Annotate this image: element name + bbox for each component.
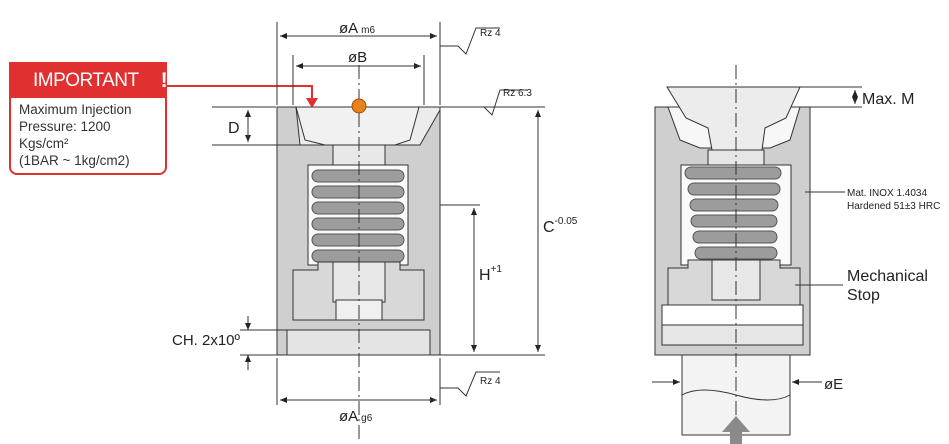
important-title: IMPORTANT bbox=[33, 70, 139, 91]
dim-e-label: øE bbox=[824, 376, 843, 393]
dim-h-label: H+1 bbox=[479, 264, 502, 284]
exclamation-icon: ! bbox=[160, 69, 168, 92]
material-label: Mat. INOX 1.4034 bbox=[847, 188, 927, 199]
important-line-2: Pressure: 1200 Kgs/cm² bbox=[19, 119, 111, 151]
spring bbox=[684, 166, 782, 260]
max-m-label: Max. M bbox=[862, 91, 914, 108]
important-line-3: (1BAR ~ 1kg/cm2) bbox=[19, 153, 130, 168]
flow-arrow-icon bbox=[722, 416, 750, 444]
dim-b-label: øB bbox=[348, 49, 367, 66]
important-callout: IMPORTANT ! Maximum Injection Pressure: … bbox=[9, 62, 168, 175]
left-dimension-lines bbox=[212, 22, 545, 405]
dim-d-label: D bbox=[228, 120, 240, 137]
mechanical-stop-label-1: Mechanical bbox=[847, 268, 928, 285]
spring bbox=[311, 169, 405, 263]
dim-c-label: C-0.05 bbox=[543, 216, 578, 236]
chamfer-label: CH. 2x10º bbox=[172, 332, 241, 349]
important-line-1: Maximum Injection bbox=[19, 102, 132, 117]
right-dimension-lines bbox=[652, 86, 862, 385]
injection-point-dot bbox=[351, 98, 367, 114]
right-section-view bbox=[654, 65, 811, 436]
left-section-view bbox=[276, 65, 441, 440]
important-body: Maximum Injection Pressure: 1200 Kgs/cm²… bbox=[11, 98, 165, 173]
mechanical-stop-label-2: Stop bbox=[847, 287, 880, 304]
rz-top-label: Rz 4 bbox=[480, 28, 501, 39]
rz-bottom-label: Rz 4 bbox=[480, 376, 501, 387]
hardness-label: Hardened 51±3 HRC bbox=[847, 201, 940, 212]
important-header: IMPORTANT ! bbox=[11, 64, 168, 98]
rz-face-label: Rz 6.3 bbox=[503, 88, 532, 99]
